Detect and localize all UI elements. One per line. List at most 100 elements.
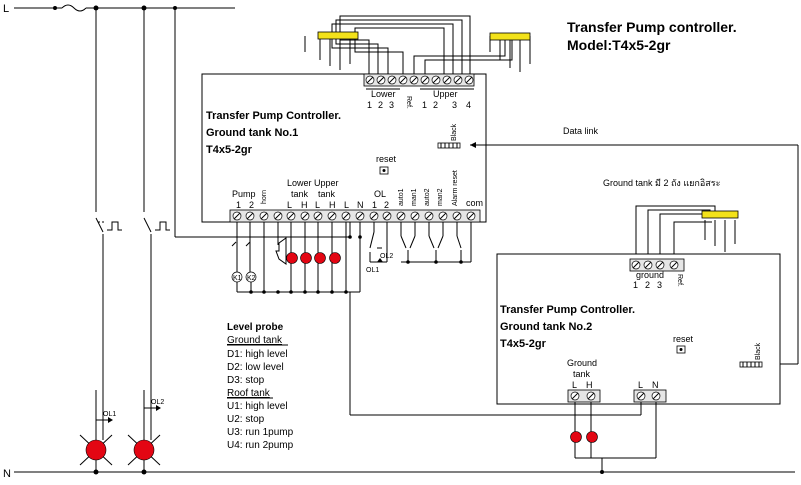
top-lower-1: 1 bbox=[367, 100, 372, 110]
top-upper-label: Upper bbox=[433, 89, 458, 99]
ol-1-label: 1 bbox=[372, 200, 377, 210]
legend-roof-u2: U2: stop bbox=[227, 414, 265, 425]
lower-tank-label-2: tank bbox=[291, 189, 309, 199]
lower-tank-label-1: Lower bbox=[287, 178, 312, 188]
horn-label: horn bbox=[261, 190, 268, 204]
ol2-label: OL2 bbox=[151, 399, 164, 406]
lower-L-lamp bbox=[286, 252, 298, 264]
controller-2: ground 1 2 3 Ref. Transfer Pump Controll… bbox=[496, 253, 781, 405]
horn-icon bbox=[275, 237, 287, 265]
legend-heading: Level probe bbox=[227, 322, 284, 333]
ground-probe-holder bbox=[317, 31, 359, 40]
legend-ground-d2: D2: low level bbox=[227, 362, 284, 373]
upper-H-lamp bbox=[329, 252, 341, 264]
upper-L: L bbox=[315, 200, 320, 210]
controller-2-black-label: Black bbox=[755, 342, 762, 360]
top-lower-2: 2 bbox=[378, 100, 383, 110]
overload-lamp-2 bbox=[127, 434, 161, 466]
data-link-label: Data link bbox=[563, 126, 599, 136]
ground-1: 1 bbox=[633, 280, 638, 290]
controller-1-name: Transfer Pump Controller. bbox=[206, 110, 341, 122]
auto2-label: auto2 bbox=[424, 188, 431, 206]
fuse-icon bbox=[61, 4, 87, 12]
pump-power-lines: OL1 OL2 bbox=[79, 8, 170, 472]
com-label: com bbox=[466, 198, 483, 208]
ground-3: 3 bbox=[657, 280, 662, 290]
supply-L: L bbox=[344, 200, 349, 210]
pump-2-label: 2 bbox=[249, 200, 254, 210]
legend-ground-d3: D3: stop bbox=[227, 375, 265, 386]
controller-1-black-label: Black bbox=[451, 123, 458, 141]
upper-tank-label-2: tank bbox=[318, 189, 336, 199]
legend-roof-u3: U3: run 1pump bbox=[227, 427, 294, 438]
ground-tank-L-lamp bbox=[570, 431, 582, 443]
level-probe-legend: Level probe Ground tank D1: high level D… bbox=[227, 322, 294, 451]
controller-1-reset-label: reset bbox=[376, 154, 397, 164]
lower-L: L bbox=[287, 200, 292, 210]
controller-2-tank: Ground tank No.2 bbox=[500, 321, 592, 333]
legend-roof-u1: U1: high level bbox=[227, 401, 288, 412]
controller-2-reset-label: reset bbox=[673, 334, 694, 344]
page-title-line2: Model:T4x5-2gr bbox=[567, 37, 671, 53]
supply-N: N bbox=[357, 200, 364, 210]
ctrl2-supply-N: N bbox=[652, 380, 659, 390]
controller-1-model: T4x5-2gr bbox=[206, 144, 253, 156]
ol2-contact-label: OL2 bbox=[380, 253, 393, 260]
top-upper-1: 1 bbox=[422, 100, 427, 110]
ground-tank-label-1: Ground bbox=[567, 358, 597, 368]
ground-tank-H: H bbox=[586, 380, 593, 390]
alarm-reset-label: Alarm reset bbox=[452, 170, 459, 206]
k1-label: K1 bbox=[233, 275, 242, 282]
top-upper-3: 3 bbox=[452, 100, 457, 110]
ol1-label: OL1 bbox=[103, 411, 116, 418]
controller-2-output-wiring bbox=[349, 292, 657, 472]
controller-1-top-terminals: Lower Upper 1 2 3 Ref. 1 2 3 4 bbox=[363, 73, 475, 110]
auto1-label: auto1 bbox=[398, 188, 405, 206]
man1-label: man1 bbox=[411, 188, 418, 206]
roof-tank-probes bbox=[304, 15, 531, 74]
legend-ground-heading: Ground tank bbox=[227, 335, 283, 346]
top-upper-2: 2 bbox=[433, 100, 438, 110]
ground-label: ground bbox=[636, 270, 664, 280]
legend-roof-u4: U4: run 2pump bbox=[227, 440, 294, 451]
pump-label: Pump bbox=[232, 189, 256, 199]
ol-label: OL bbox=[374, 189, 386, 199]
overload-lamp-1 bbox=[79, 434, 113, 466]
ol1-contact-label: OL1 bbox=[366, 267, 379, 274]
upper-tank-label-1: Upper bbox=[314, 178, 339, 188]
ol-2-label: 2 bbox=[384, 200, 389, 210]
man2-label: man2 bbox=[437, 188, 444, 206]
ground-tank-L: L bbox=[572, 380, 577, 390]
ctrl2-supply-L: L bbox=[638, 380, 643, 390]
legend-ground-d1: D1: high level bbox=[227, 349, 288, 360]
ground-tank-2-probe-holder bbox=[701, 210, 739, 219]
lower-H: H bbox=[301, 200, 308, 210]
top-upper-4: 4 bbox=[466, 100, 471, 110]
legend-roof-heading: Roof tank bbox=[227, 388, 271, 399]
controller-2-name: Transfer Pump Controller. bbox=[500, 304, 635, 316]
ground-tank-label-2: tank bbox=[573, 369, 591, 379]
ground-ref: Ref. bbox=[676, 274, 683, 287]
top-ref-label: Ref. bbox=[405, 96, 412, 109]
upper-H: H bbox=[329, 200, 336, 210]
top-lower-label: Lower bbox=[371, 89, 396, 99]
ground-tank-note: Ground tank มี 2 ถัง แยกอิสระ bbox=[603, 178, 721, 188]
top-lower-3: 3 bbox=[389, 100, 394, 110]
controller-1: Lower Upper 1 2 3 Ref. 1 2 3 4 Transfer … bbox=[201, 73, 487, 223]
live-rail-label: L bbox=[3, 3, 9, 15]
contact-pulse-icon bbox=[155, 221, 170, 231]
roof-probe-holder bbox=[489, 32, 531, 41]
neutral-rail-label: N bbox=[3, 468, 11, 480]
controller-2-box bbox=[496, 253, 781, 405]
pump-1-label: 1 bbox=[236, 200, 241, 210]
controller-1-bottom-terminals bbox=[229, 209, 481, 223]
contact-pulse-icon bbox=[107, 221, 122, 231]
k2-label: K2 bbox=[247, 275, 256, 282]
controller-1-tank: Ground tank No.1 bbox=[206, 127, 298, 139]
ground-2: 2 bbox=[645, 280, 650, 290]
controller-2-model: T4x5-2gr bbox=[500, 338, 547, 350]
lower-H-lamp bbox=[300, 252, 312, 264]
page-title-line1: Transfer Pump controller. bbox=[567, 19, 737, 35]
upper-L-lamp bbox=[314, 252, 326, 264]
